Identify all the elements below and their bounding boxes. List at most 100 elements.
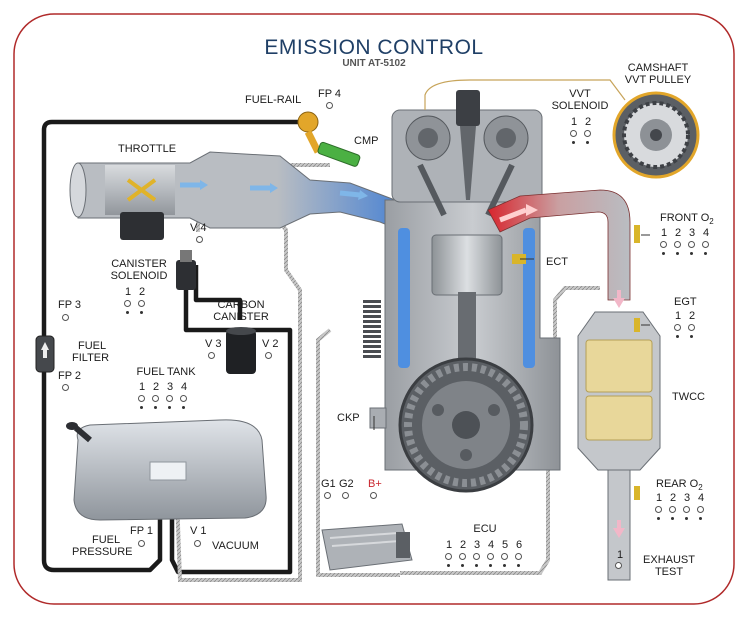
front-o2-jack-marker bbox=[690, 252, 693, 255]
jack-exhaust-test[interactable] bbox=[615, 562, 622, 569]
ecu-jack[interactable] bbox=[515, 553, 522, 560]
front-o2-jack-marker bbox=[704, 252, 707, 255]
label-fp4: FP 4 bbox=[318, 88, 342, 100]
ecu-jack-number: 6 bbox=[516, 539, 523, 551]
rear-o2-jack-number: 2 bbox=[670, 492, 677, 504]
rear-o2-jack[interactable] bbox=[669, 506, 676, 513]
label-fuel-tank: FUEL TANK bbox=[136, 366, 196, 378]
fuel-tank-jack-number: 2 bbox=[153, 381, 160, 393]
egt-jack-marker bbox=[676, 335, 679, 338]
ecu-jack[interactable] bbox=[473, 553, 480, 560]
front-o2-jack[interactable] bbox=[660, 241, 667, 248]
fuel-tank-jack-marker bbox=[140, 406, 143, 409]
ecu-jack-number: 4 bbox=[488, 539, 495, 551]
rear-o2-main: REAR O bbox=[656, 478, 699, 490]
vvt-solenoid-jack[interactable] bbox=[584, 130, 591, 137]
front-o2-jack[interactable] bbox=[702, 241, 709, 248]
label-throttle: THROTTLE bbox=[118, 143, 177, 155]
jack-fp3[interactable] bbox=[62, 314, 69, 321]
rear-o2-sub: 2 bbox=[698, 483, 703, 493]
ecu-jack[interactable] bbox=[445, 553, 452, 560]
ecu-jack[interactable] bbox=[487, 553, 494, 560]
front-o2-jack-number: 2 bbox=[675, 227, 682, 239]
fuel-tank-jack[interactable] bbox=[166, 395, 173, 402]
front-o2-jack-number: 4 bbox=[703, 227, 710, 239]
canister-solenoid-jack[interactable] bbox=[138, 300, 145, 307]
jack-bplus[interactable] bbox=[370, 492, 377, 499]
ecu-jack-marker bbox=[489, 564, 492, 567]
jack-g2[interactable] bbox=[342, 492, 349, 499]
label-exhaust-test-line1: EXHAUST bbox=[643, 554, 695, 566]
ecu-jack[interactable] bbox=[459, 553, 466, 560]
ecu-jack-marker bbox=[475, 564, 478, 567]
label-fuel-rail: FUEL-RAIL bbox=[245, 94, 302, 106]
label-v3: V 3 bbox=[205, 338, 222, 350]
label-canister-solenoid-line2: SOLENOID bbox=[110, 270, 168, 282]
jack-fp2[interactable] bbox=[62, 384, 69, 391]
vvt-solenoid-jack-number: 1 bbox=[571, 116, 578, 128]
fuel-tank-jack-marker bbox=[168, 406, 171, 409]
canister-solenoid-jack-number: 1 bbox=[125, 286, 132, 298]
label-fuel-filter-line1: FUEL bbox=[78, 340, 107, 352]
ecu-module bbox=[321, 523, 413, 571]
ecu-jack-marker bbox=[503, 564, 506, 567]
fuel-tank-jack-marker bbox=[182, 406, 185, 409]
jack-fp1[interactable] bbox=[138, 540, 145, 547]
vvt-solenoid-jack-number: 2 bbox=[585, 116, 592, 128]
label-ecu: ECU bbox=[473, 523, 497, 535]
egt-jack-number: 2 bbox=[689, 310, 696, 322]
label-front-o2: FRONT O2 bbox=[660, 212, 714, 228]
label-carbon-canister-line1: CARBON bbox=[217, 299, 265, 311]
label-fp2: FP 2 bbox=[58, 370, 82, 382]
label-exhaust-test-line2: TEST bbox=[654, 566, 684, 578]
engine bbox=[363, 90, 561, 493]
fuel-tank-jack[interactable] bbox=[138, 395, 145, 402]
jack-fp4[interactable] bbox=[326, 102, 333, 109]
vvt-solenoid-jack[interactable] bbox=[570, 130, 577, 137]
egt-jack[interactable] bbox=[674, 324, 681, 331]
ecu-jack-marker bbox=[447, 564, 450, 567]
front-o2-jack[interactable] bbox=[688, 241, 695, 248]
label-carbon-canister-line2: CANISTER bbox=[213, 311, 269, 323]
front-o2-main: FRONT O bbox=[660, 212, 710, 224]
front-o2-sub: 2 bbox=[709, 217, 714, 227]
label-fp1: FP 1 bbox=[130, 525, 154, 537]
ecu-jack-number: 3 bbox=[474, 539, 481, 551]
label-camshaft-line1: CAMSHAFT bbox=[627, 62, 689, 74]
rear-o2-jack[interactable] bbox=[697, 506, 704, 513]
egt-jack[interactable] bbox=[688, 324, 695, 331]
jack-v1[interactable] bbox=[194, 540, 201, 547]
ecu-jack[interactable] bbox=[501, 553, 508, 560]
evap-components bbox=[35, 250, 256, 374]
canister-solenoid-jack-number: 2 bbox=[139, 286, 146, 298]
label-fuel-pressure-line2: PRESSURE bbox=[72, 546, 133, 558]
canister-solenoid-jack-marker bbox=[126, 311, 129, 314]
jack-v3[interactable] bbox=[208, 352, 215, 359]
rear-o2-jack[interactable] bbox=[655, 506, 662, 513]
jack-v2[interactable] bbox=[265, 352, 272, 359]
ecu-jack-marker bbox=[517, 564, 520, 567]
egt-jack-marker bbox=[690, 335, 693, 338]
label-v4: V 4 bbox=[190, 222, 207, 234]
rear-o2-jack-number: 3 bbox=[684, 492, 691, 504]
jack-v4[interactable] bbox=[196, 236, 203, 243]
fuel-tank-jack[interactable] bbox=[152, 395, 159, 402]
label-bplus: B+ bbox=[368, 478, 382, 490]
ecu-jack-number: 5 bbox=[502, 539, 509, 551]
front-o2-jack-number: 3 bbox=[689, 227, 696, 239]
front-o2-jack[interactable] bbox=[674, 241, 681, 248]
rear-o2-jack-marker bbox=[671, 517, 674, 520]
front-o2-jack-marker bbox=[676, 252, 679, 255]
canister-solenoid-jack[interactable] bbox=[124, 300, 131, 307]
fuel-tank-jack-number: 4 bbox=[181, 381, 188, 393]
label-fuel-filter-line2: FILTER bbox=[72, 352, 110, 364]
rear-o2-jack[interactable] bbox=[683, 506, 690, 513]
rear-o2-jack-number: 1 bbox=[656, 492, 663, 504]
fuel-tank-jack[interactable] bbox=[180, 395, 187, 402]
jack-g1[interactable] bbox=[324, 492, 331, 499]
label-v1: V 1 bbox=[190, 525, 207, 537]
label-vvt-solenoid-line1: VVT bbox=[569, 88, 591, 100]
camshaft-pulley-inset bbox=[424, 79, 700, 179]
front-o2-jack-marker bbox=[662, 252, 665, 255]
label-canister-solenoid-line1: CANISTER bbox=[111, 258, 167, 270]
